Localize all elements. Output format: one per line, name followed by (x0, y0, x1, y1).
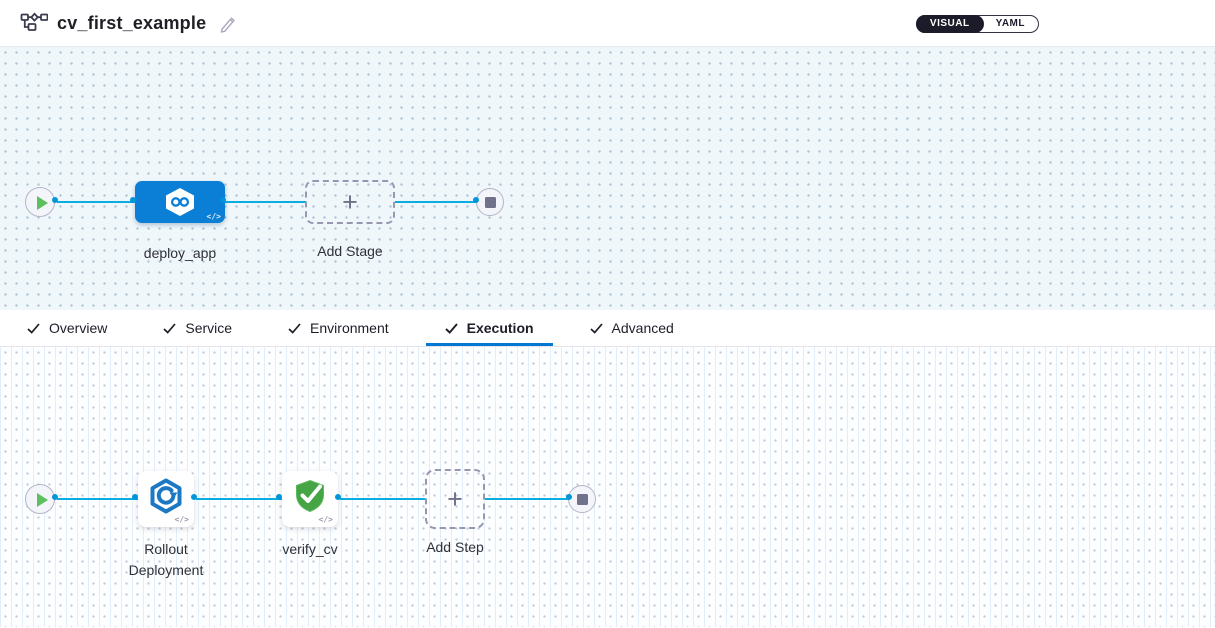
tab-label: Service (185, 320, 233, 336)
tab-label: Execution (466, 320, 534, 336)
execution-graph-canvas[interactable]: </> </> + Rollout Deployment verify_cv A… (0, 347, 1215, 627)
connector-line (340, 498, 425, 500)
execution-start-node (25, 484, 55, 514)
check-icon (444, 322, 458, 334)
connection-port[interactable] (335, 494, 341, 500)
step-node-verify-cv[interactable]: </> (282, 471, 338, 527)
tab-label: Overview (49, 320, 108, 336)
check-icon (589, 322, 603, 334)
connection-port[interactable] (566, 494, 572, 500)
toggle-visual-button[interactable]: VISUAL (915, 15, 984, 33)
stage-label: deploy_app (143, 245, 217, 261)
stage-config-tabbar: Overview Service Environment Execution A… (0, 310, 1215, 347)
step-node-rollout-deployment[interactable]: </> (138, 471, 194, 527)
step-label: Rollout Deployment (128, 541, 204, 578)
connection-port[interactable] (132, 494, 138, 500)
connection-port[interactable] (130, 197, 136, 203)
tab-label: Environment (310, 320, 389, 336)
play-icon (37, 493, 48, 507)
connector-line (225, 201, 306, 203)
check-icon (288, 322, 301, 334)
add-step-label: Add Step (426, 539, 484, 555)
verify-shield-icon (296, 479, 324, 513)
connector-line (485, 498, 571, 500)
visual-yaml-toggle: VISUAL YAML (915, 15, 1039, 33)
connector-line (395, 201, 478, 203)
check-icon (27, 322, 40, 334)
connection-port[interactable] (52, 197, 58, 203)
plus-icon: + (447, 483, 463, 514)
connection-port[interactable] (191, 494, 197, 500)
stop-icon (577, 494, 588, 505)
connector-line (57, 498, 138, 500)
tab-advanced[interactable]: Advanced (589, 310, 674, 346)
stage-graph-canvas[interactable]: </> + deploy_app Add Stage (0, 47, 1215, 310)
toggle-yaml-button[interactable]: YAML (995, 18, 1025, 29)
pipeline-start-node (25, 187, 55, 217)
code-icon: </> (174, 515, 189, 524)
code-icon: </> (206, 212, 221, 221)
play-icon (37, 196, 48, 210)
tab-overview[interactable]: Overview (27, 310, 107, 346)
connection-port[interactable] (473, 197, 479, 203)
add-stage-label: Add Stage (317, 243, 383, 259)
page-title: cv_first_example (57, 12, 207, 33)
connector-line (57, 201, 136, 203)
connection-port[interactable] (52, 494, 58, 500)
tab-service[interactable]: Service (163, 310, 232, 346)
add-stage-button[interactable]: + (305, 180, 395, 224)
stop-icon (485, 197, 496, 208)
stage-node-deploy-app[interactable]: </> (135, 181, 225, 223)
pipeline-icon (20, 12, 48, 31)
cd-stage-icon (166, 188, 194, 216)
tab-execution[interactable]: Execution (425, 310, 553, 346)
add-step-button[interactable]: + (425, 469, 485, 529)
connection-port[interactable] (220, 197, 226, 203)
tab-label: Advanced (611, 320, 674, 336)
connection-port[interactable] (276, 494, 282, 500)
step-label: verify_cv (282, 541, 338, 557)
tab-environment[interactable]: Environment (288, 310, 389, 346)
rollout-deployment-icon (150, 478, 182, 514)
edit-pencil-icon[interactable] (218, 13, 238, 33)
plus-icon: + (342, 186, 358, 217)
code-icon: </> (318, 515, 333, 524)
check-icon (163, 322, 177, 334)
pipeline-header: cv_first_example VISUAL YAML (0, 0, 1215, 47)
connector-line (196, 498, 282, 500)
pipeline-end-node (476, 188, 504, 216)
execution-end-node (568, 485, 596, 513)
